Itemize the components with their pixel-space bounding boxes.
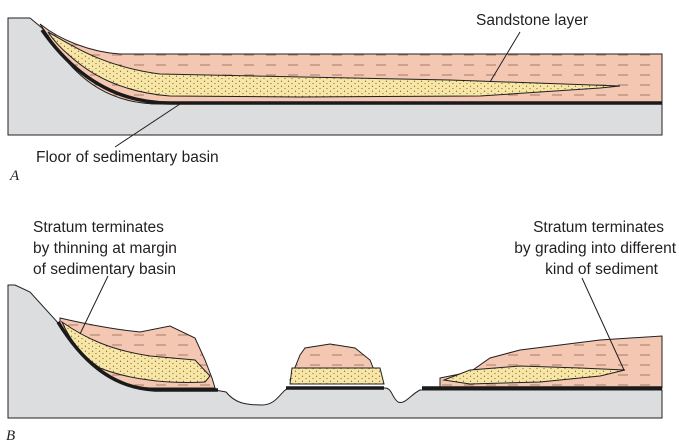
- left-annotation-line-2: by thinning at margin: [33, 240, 177, 257]
- left-annotation-line-3: of sedimentary basin: [33, 261, 176, 278]
- panel-a-basin-floor: [40, 28, 662, 105]
- panel-a-floor-leader: [114, 103, 181, 148]
- panel-b-left-leader: [79, 275, 109, 335]
- panel-b-right-sandstone: [442, 365, 626, 385]
- basin-floor-label: Floor of sedimentary basin: [36, 149, 219, 166]
- right-annotation-line-3: kind of sediment: [545, 261, 659, 278]
- sandstone-layer-label: Sandstone layer: [476, 12, 588, 29]
- left-annotation-line-1: Stratum terminates: [33, 219, 164, 236]
- panel-b-middle-sandstone: [289, 367, 385, 385]
- panel-b-right-leader: [581, 277, 625, 371]
- right-annotation-line-2: by grading into different: [514, 240, 676, 257]
- panel-a-sandstone-leader: [489, 31, 521, 83]
- panel-b-letter: B: [6, 428, 15, 444]
- panel-a-letter: A: [9, 168, 20, 184]
- panel-a: Sandstone layer Floor of sedimentary bas…: [7, 12, 663, 184]
- panel-a-sandstone: [47, 31, 621, 98]
- right-annotation-line-1: Stratum terminates: [533, 219, 664, 236]
- panel-b-basin-floor-left: [56, 321, 218, 392]
- panel-b: Stratum terminates by thinning at margin…: [6, 219, 677, 444]
